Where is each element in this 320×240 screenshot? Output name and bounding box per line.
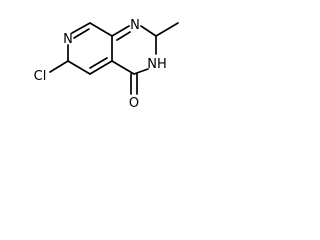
atom-label-n7: N bbox=[63, 32, 73, 47]
atom-label-n1: N bbox=[130, 18, 140, 33]
atom-label-nh: NH bbox=[147, 57, 167, 72]
bond-c8a-n1-inner bbox=[116, 31, 131, 41]
bond-c4-c4a bbox=[111, 60, 135, 75]
bond-c5-c4a-inner bbox=[89, 57, 108, 69]
bond-c5-c4a bbox=[89, 60, 113, 75]
bond-n3-c4 bbox=[133, 68, 149, 75]
chemical-structure: N N NH Cl O bbox=[34, 18, 179, 111]
bond-c2-methyl bbox=[155, 22, 179, 37]
bond-n1-c2 bbox=[140, 25, 157, 37]
bond-c8a-c8 bbox=[89, 22, 113, 37]
bond-c8-n7 bbox=[71, 22, 91, 34]
atom-label-cl: Cl bbox=[34, 69, 47, 84]
bond-c8-n7-inner bbox=[73, 28, 90, 39]
atom-label-o: O bbox=[129, 96, 139, 111]
bond-c8a-n1 bbox=[111, 25, 130, 37]
bond-c6-cl bbox=[49, 60, 69, 73]
bond-c6-c5 bbox=[67, 60, 91, 75]
